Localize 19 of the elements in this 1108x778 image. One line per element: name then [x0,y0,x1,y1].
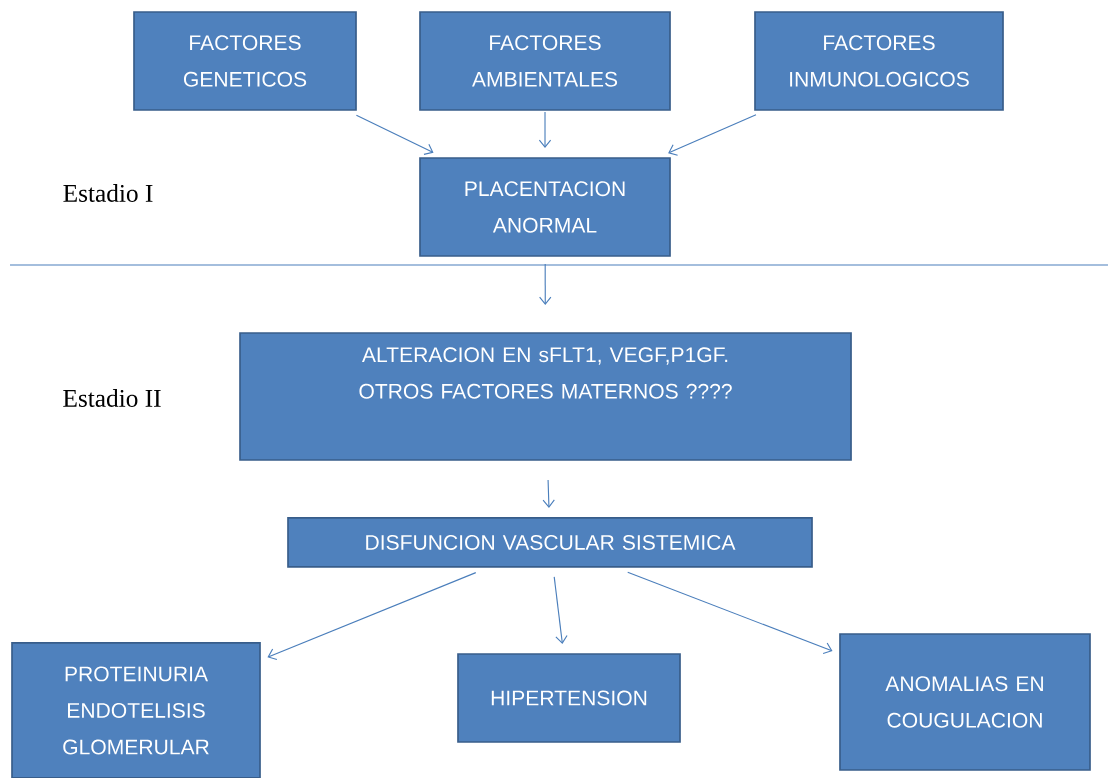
stage-label: Estadio I [63,184,153,202]
process-box: PLACENTACION ANORMAL [419,157,671,257]
process-box: FACTORES GENETICOS [133,11,357,111]
arrow [355,114,434,155]
arrow [627,571,833,655]
process-box: FACTORES AMBIENTALES [419,11,671,111]
arrow [538,111,552,148]
process-box: DISFUNCION VASCULAR SISTEMICA [287,517,813,568]
process-box: FACTORES INMUNOLOGICOS [754,11,1004,111]
process-box: PROTEINURIA ENDOTELISIS GLOMERULAR [11,642,261,778]
arrow [553,576,568,645]
process-box: ANOMALIAS EN COUGULACION [839,633,1091,771]
arrow [539,263,552,305]
stage-label: Estadio II [63,389,161,407]
process-box: HIPERTENSION [457,653,681,743]
arrow [668,114,757,156]
arrow [542,479,555,508]
arrow [267,572,477,661]
process-box: ALTERACION EN sFLT1, VEGF,P1GF. OTROS FACTORES MATERNOS ???? [239,332,852,461]
